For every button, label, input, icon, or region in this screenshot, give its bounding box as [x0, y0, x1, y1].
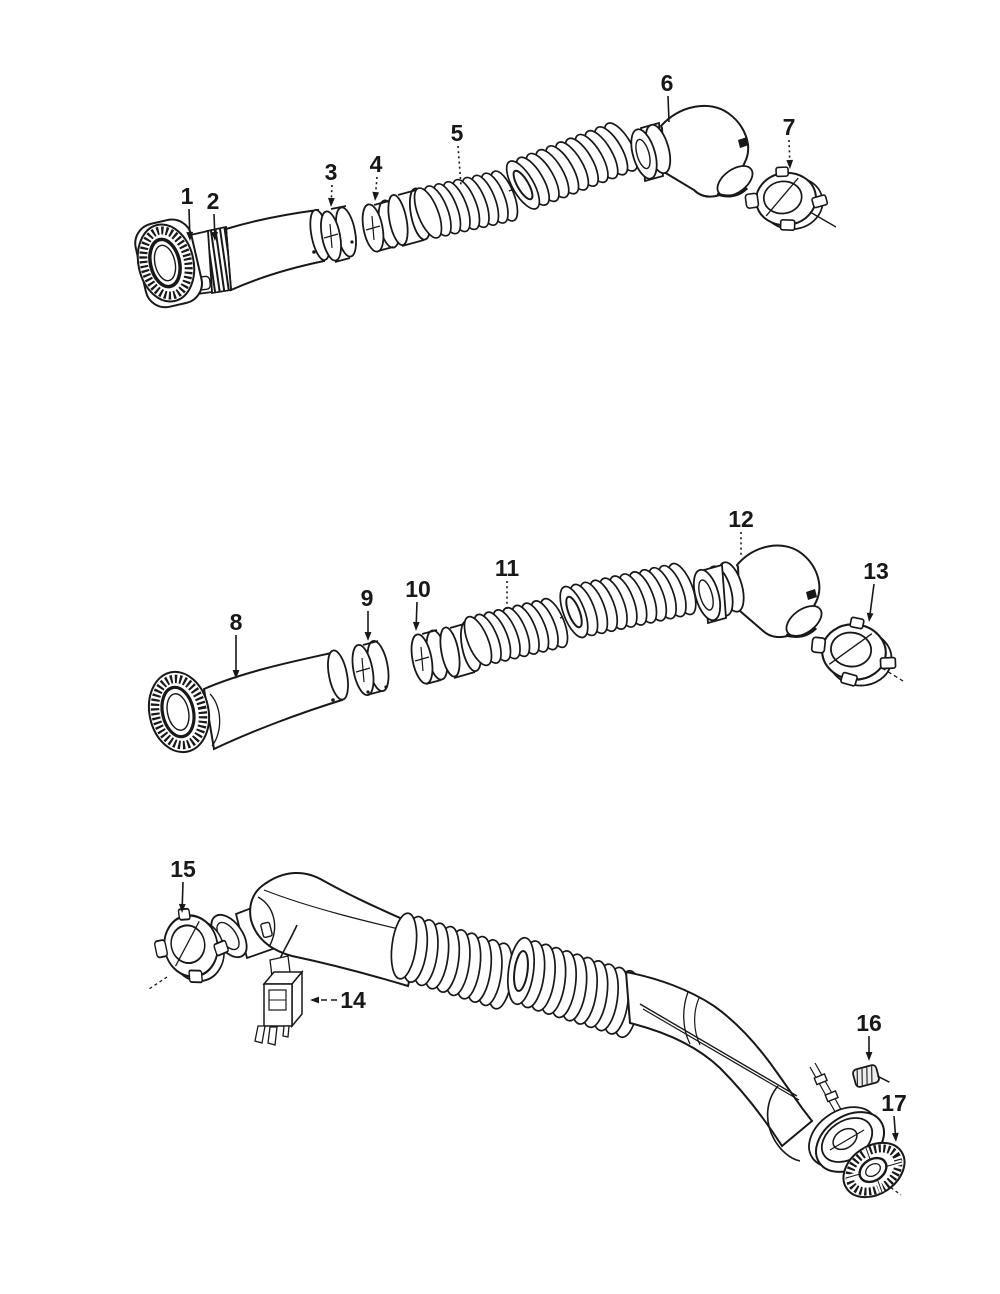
corrugated-hose-part5-front: [413, 170, 519, 239]
leader-arrowhead: [310, 996, 319, 1004]
callout-1: 1: [181, 183, 194, 241]
callout-label-7: 7: [783, 114, 796, 140]
hose-coil: [413, 187, 443, 239]
callout-label-14: 14: [340, 987, 366, 1013]
leader-line: [893, 1115, 897, 1136]
callout-label-3: 3: [325, 159, 338, 185]
callout-label-5: 5: [451, 120, 464, 146]
sleeve-ring-part9: [351, 640, 390, 696]
callout-label-2: 2: [207, 188, 220, 214]
callout-label-12: 12: [728, 506, 754, 532]
leader-arrowhead: [186, 231, 194, 241]
callout-label-9: 9: [361, 585, 374, 611]
mounting-bracket-part15: [147, 899, 236, 992]
leader-line: [667, 95, 670, 123]
leader-line: [330, 184, 333, 201]
main-duct-body: [249, 871, 424, 988]
leader-arrowhead: [786, 159, 794, 169]
leader-arrowhead: [412, 621, 420, 631]
corrugated-hose-part5-rear: [505, 122, 639, 210]
leader-line: [457, 145, 462, 187]
sleeve-ring-part3: [320, 205, 357, 263]
hose-opening: [565, 595, 583, 629]
mounting-bracket-part13: [807, 612, 904, 692]
elbow-duct-part6: [630, 104, 754, 198]
knurled-cap-part8: [147, 670, 211, 754]
leader-arrowhead: [372, 191, 380, 201]
callout-6: 6: [661, 70, 674, 123]
leader-line: [869, 583, 875, 616]
corrugated-hose-front: [390, 912, 514, 1010]
leader-arrowhead: [328, 197, 335, 207]
callout-10: 10: [405, 576, 431, 631]
callout-5: 5: [451, 120, 464, 187]
elbow-duct-part12: [692, 544, 823, 638]
callout-3: 3: [325, 159, 338, 207]
leader-arrowhead: [866, 612, 874, 622]
leader-line: [788, 139, 791, 163]
callout-8: 8: [230, 609, 243, 679]
callout-12: 12: [728, 506, 754, 557]
callout-label-11: 11: [495, 555, 520, 581]
callout-16: 16: [856, 1010, 882, 1061]
callout-label-1: 1: [181, 183, 194, 209]
callout-7: 7: [783, 114, 796, 169]
corrugated-hose-part11-front: [463, 597, 569, 667]
assembly-row-middle: [147, 544, 904, 754]
switch-connector-part14: [254, 924, 304, 1046]
assembly-row-bottom: [147, 871, 906, 1199]
hose-opening: [512, 169, 534, 201]
callout-14: 14: [310, 987, 366, 1013]
callout-13: 13: [863, 558, 889, 622]
callout-label-4: 4: [370, 151, 383, 177]
hose-coil: [463, 615, 493, 667]
callout-2: 2: [207, 188, 220, 241]
leader-arrowhead: [364, 632, 372, 641]
leader-arrowhead: [865, 1052, 873, 1061]
hose-coil: [390, 912, 418, 980]
callout-17: 17: [881, 1090, 907, 1142]
leader-line: [213, 213, 216, 235]
retainer-clip-part16: [852, 1064, 890, 1088]
leader-arrowhead: [891, 1132, 899, 1142]
leader-line: [188, 208, 191, 235]
leader-arrowhead: [178, 903, 186, 913]
callout-11: 11: [495, 555, 520, 611]
duct-tube-part1: [224, 208, 331, 292]
nozzle-bezel-part1: [134, 218, 203, 309]
callout-label-16: 16: [856, 1010, 882, 1036]
leader-arrowhead: [211, 231, 219, 241]
leader-arrowhead: [232, 670, 240, 679]
duct-tube-part8: [202, 649, 349, 751]
knurled-cap-part17: [842, 1141, 906, 1199]
leader-line: [181, 881, 184, 907]
assembly-row-top: [134, 104, 837, 309]
outlet-duct: [624, 970, 814, 1162]
callout-label-6: 6: [661, 70, 674, 96]
callout-15: 15: [170, 856, 196, 913]
callout-label-13: 13: [863, 558, 889, 584]
corrugated-hose-rear: [507, 936, 640, 1039]
leader-line: [374, 176, 378, 195]
mounting-bracket-part7: [740, 160, 837, 238]
callout-4: 4: [370, 151, 383, 201]
leader-line: [415, 601, 418, 625]
wire-harness: [639, 1003, 844, 1118]
hose-opening: [513, 950, 529, 992]
callout-9: 9: [361, 585, 374, 641]
callout-label-17: 17: [881, 1090, 907, 1116]
callout-label-8: 8: [230, 609, 243, 635]
callout-label-15: 15: [170, 856, 196, 882]
corrugated-hose-part11-rear: [559, 562, 697, 639]
callout-label-10: 10: [405, 576, 431, 602]
